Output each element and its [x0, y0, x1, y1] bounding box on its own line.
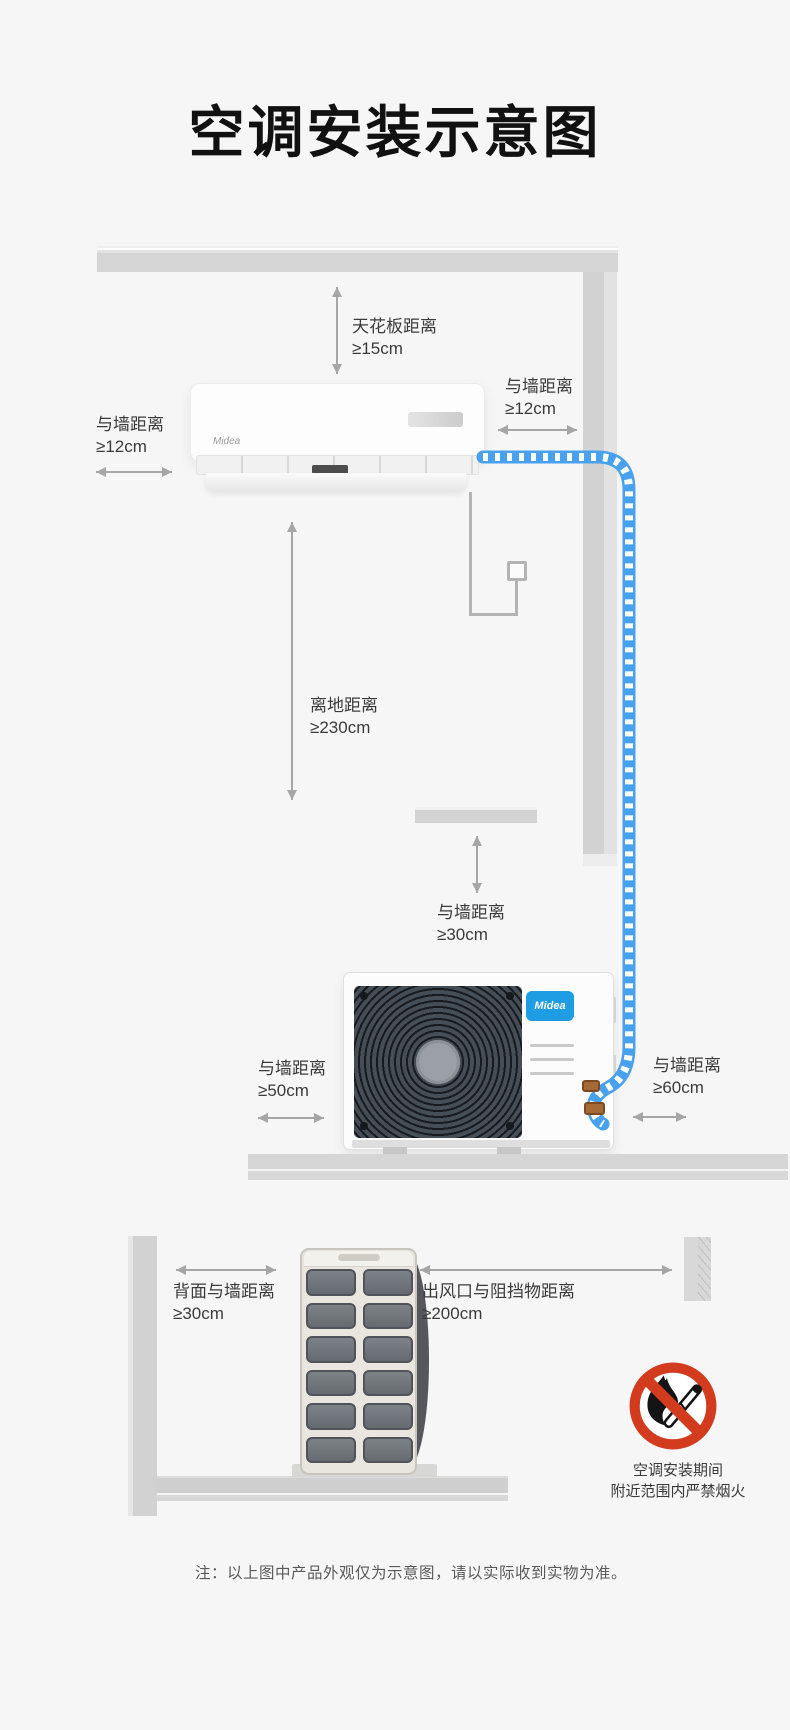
label-text: 与墙距离 — [437, 903, 505, 922]
indoor-left-wall-label: 与墙距离 ≥12cm — [96, 414, 164, 458]
power-cord-horizontal — [469, 613, 518, 616]
label-text: 出风口与阻挡物距离 — [422, 1282, 575, 1301]
wall-hatch — [583, 254, 617, 866]
fire-warning-text: 空调安装期间 附近范围内严禁烟火 — [553, 1460, 790, 1502]
value-text: ≥230cm — [310, 718, 371, 737]
vent-slot — [363, 1436, 413, 1463]
air-outlet-arrow — [420, 1265, 672, 1275]
outdoor-top-wall-arrow — [472, 836, 482, 893]
vent-slot — [363, 1269, 413, 1296]
value-text: ≥12cm — [505, 399, 556, 418]
indoor-unit-flap — [206, 473, 466, 491]
value-text: ≥12cm — [96, 437, 147, 456]
value-text: ≥30cm — [173, 1304, 224, 1323]
back-wall-label: 背面与墙距离 ≥30cm — [173, 1281, 275, 1325]
value-text: ≥60cm — [653, 1078, 704, 1097]
side-vent-slat — [530, 1072, 574, 1075]
outdoor-top-wall-label: 与墙距离 ≥30cm — [437, 902, 505, 946]
midea-logo-indoor: Midea — [213, 436, 241, 447]
copper-valve — [584, 1102, 605, 1115]
copper-valve — [582, 1080, 600, 1092]
indoor-right-wall-arrow — [498, 425, 577, 435]
outdoor-left-wall-label: 与墙距离 ≥50cm — [258, 1058, 326, 1102]
right-wall-end — [583, 854, 617, 866]
warning-line-2: 附近范围内严禁烟火 — [610, 1483, 746, 1500]
vent-slot — [363, 1302, 413, 1329]
outdoor-foot — [383, 1147, 407, 1157]
label-text: 与墙距离 — [96, 415, 164, 434]
bottom-floor — [157, 1476, 508, 1501]
vent-slot — [306, 1269, 356, 1296]
floor-height-label: 离地距离 ≥230cm — [310, 695, 378, 739]
midea-logo-outdoor: Midea — [526, 991, 574, 1021]
indoor-right-wall-label: 与墙距离 ≥12cm — [505, 376, 573, 420]
label-text: 离地距离 — [310, 696, 378, 715]
warning-line-1: 空调安装期间 — [632, 1462, 723, 1479]
side-vent-slat — [530, 1044, 574, 1047]
outdoor-base-rail — [352, 1140, 610, 1148]
label-text: 背面与墙距离 — [173, 1282, 275, 1301]
right-wall — [583, 254, 617, 866]
ceiling-distance-arrow — [332, 287, 342, 374]
disclaimer-note: 注：以上图中产品外观仅为示意图，请以实际收到实物为准。 — [195, 1565, 628, 1582]
vent-slot — [306, 1369, 356, 1396]
vent-slot — [363, 1336, 413, 1363]
value-text: ≥200cm — [422, 1304, 483, 1323]
outdoor-foot — [497, 1147, 521, 1157]
vent-slot — [306, 1436, 356, 1463]
power-cord-stem — [515, 580, 518, 616]
power-outlet — [507, 561, 527, 581]
label-text: 与墙距离 — [505, 377, 573, 396]
ceiling-distance-label: 天花板距离 ≥15cm — [352, 316, 437, 360]
outdoor-left-wall-arrow — [258, 1113, 324, 1123]
vent-slot — [363, 1403, 413, 1430]
vent-slot — [306, 1403, 356, 1430]
vent-slot — [306, 1302, 356, 1329]
back-wall-arrow — [176, 1265, 276, 1275]
label-text: 天花板距离 — [352, 317, 437, 336]
air-outlet-label: 出风口与阻挡物距离 ≥200cm — [422, 1281, 575, 1325]
value-text: ≥15cm — [352, 339, 403, 358]
indoor-unit-louver-slot — [312, 465, 348, 474]
ceiling — [97, 246, 618, 272]
indoor-unit-display — [408, 412, 463, 427]
power-cord-vertical — [469, 492, 472, 616]
value-text: ≥30cm — [437, 925, 488, 944]
bottom-left-wall — [128, 1236, 157, 1516]
vent-slot — [306, 1336, 356, 1363]
outdoor-right-wall-arrow — [633, 1112, 686, 1122]
topview-grille — [306, 1269, 413, 1463]
obstacle-wall — [684, 1237, 711, 1301]
screw — [360, 992, 368, 1000]
side-vent-slat — [530, 1058, 574, 1061]
fan-hub — [416, 1040, 460, 1084]
screw — [506, 992, 514, 1000]
floor-height-arrow — [287, 522, 297, 800]
value-text: ≥50cm — [258, 1081, 309, 1100]
no-fire-icon — [629, 1362, 717, 1450]
label-text: 与墙距离 — [653, 1056, 721, 1075]
indoor-left-wall-arrow — [96, 467, 172, 477]
page-title: 空调安装示意图 — [188, 101, 602, 164]
upper-ledge — [415, 807, 537, 823]
outdoor-right-wall-label: 与墙距离 ≥60cm — [653, 1055, 721, 1099]
wall-hatch — [698, 1237, 711, 1301]
vent-slot — [363, 1369, 413, 1396]
screw — [506, 1122, 514, 1130]
outdoor-platform — [248, 1154, 788, 1180]
screw — [360, 1122, 368, 1130]
topview-handle — [338, 1254, 380, 1261]
label-text: 与墙距离 — [258, 1059, 326, 1078]
